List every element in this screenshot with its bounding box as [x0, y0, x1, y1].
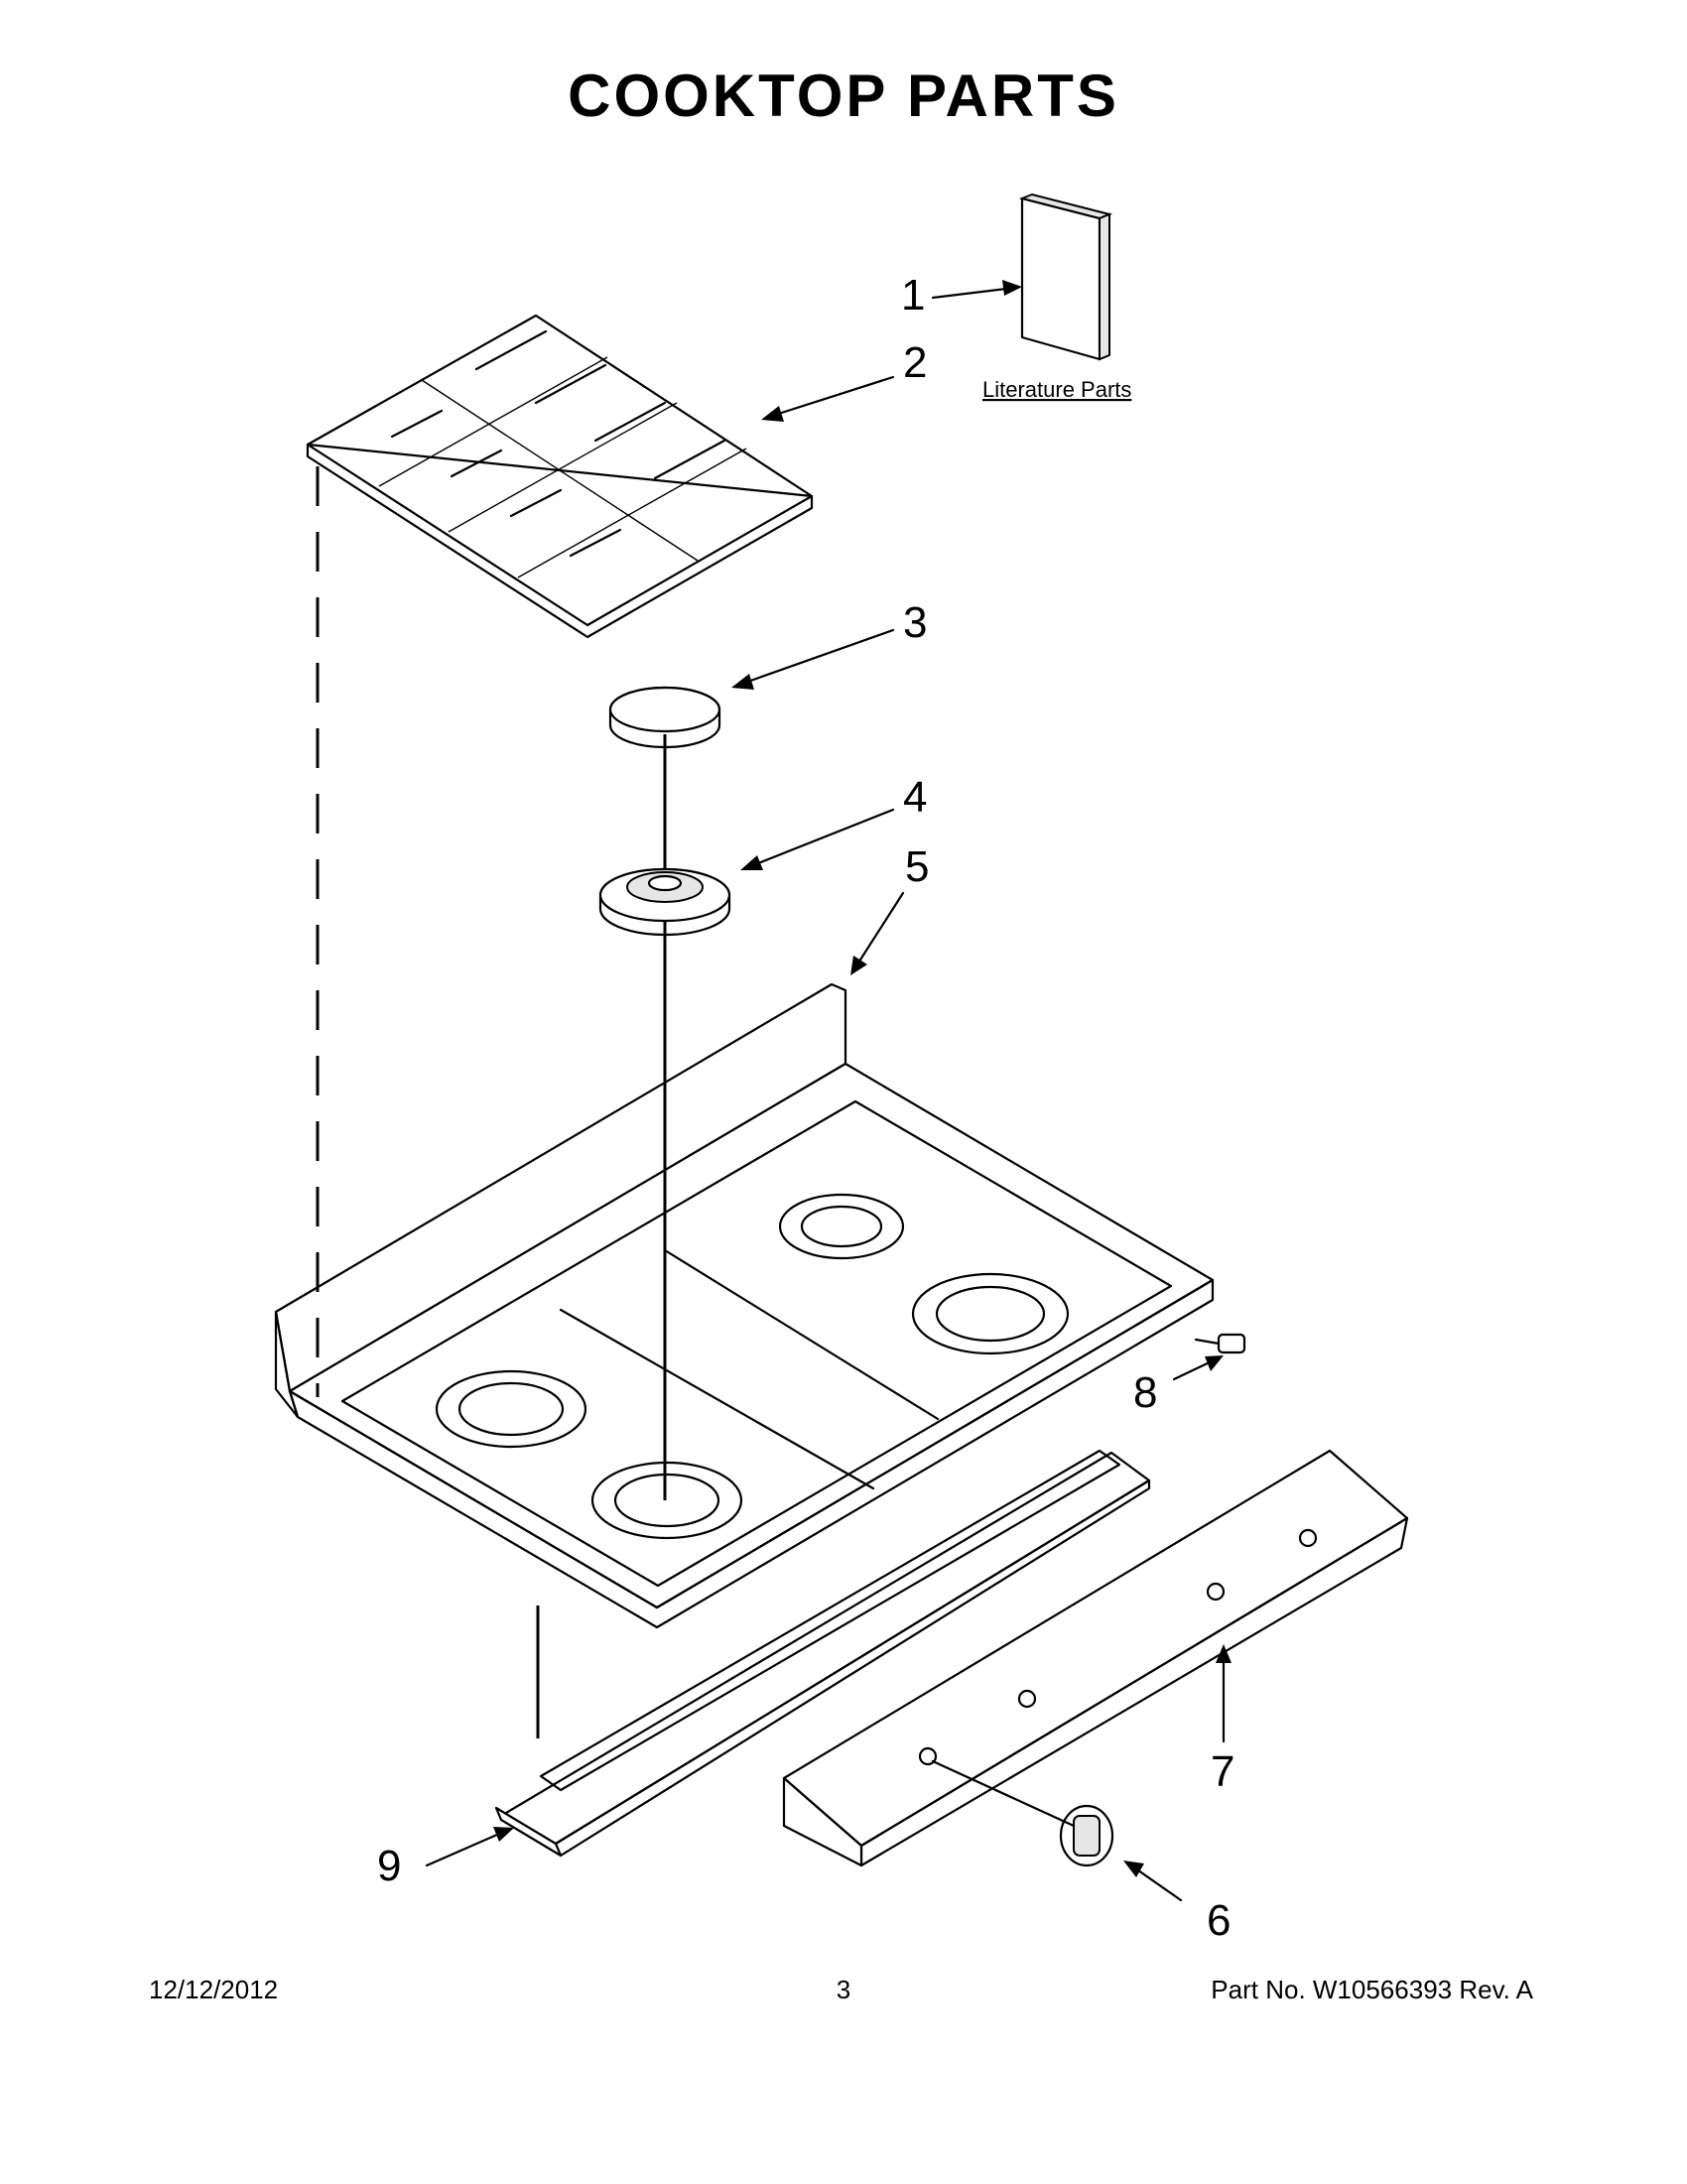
- part-5-cooktop[interactable]: [274, 982, 1215, 1629]
- callout-8: 8: [1133, 1368, 1157, 1417]
- part-8-screw[interactable]: [1194, 1333, 1246, 1354]
- footer-page-number: 3: [836, 1975, 851, 2004]
- part-2-grate[interactable]: [306, 314, 814, 639]
- leader-arrows: [425, 280, 1232, 1902]
- callout-7: 7: [1211, 1747, 1234, 1796]
- callout-5: 5: [905, 842, 929, 891]
- callout-6: 6: [1207, 1896, 1231, 1945]
- callout-9: 9: [377, 1842, 401, 1890]
- part-6-control-knob[interactable]: [1059, 1804, 1114, 1867]
- part-1-literature-book[interactable]: [1018, 193, 1113, 361]
- part-7-manifold-panel[interactable]: [782, 1449, 1409, 1867]
- footer-date: 12/12/2012: [149, 1975, 279, 2004]
- callout-3: 3: [903, 598, 927, 647]
- callout-1: 1: [901, 271, 925, 320]
- callout-2: 2: [903, 338, 927, 387]
- footer-part-number: Part No. W10566393 Rev. A: [1211, 1975, 1533, 2004]
- literature-parts-label: Literature Parts: [982, 377, 1131, 402]
- part-4-burner-base[interactable]: [598, 867, 731, 937]
- part-3-burner-cap[interactable]: [608, 686, 721, 749]
- part-9-burner-box[interactable]: [494, 1449, 1151, 1858]
- alignment-line-knob: [931, 1759, 1076, 1828]
- callout-4: 4: [903, 773, 927, 822]
- page-title: COOKTOP PARTS: [568, 63, 1119, 129]
